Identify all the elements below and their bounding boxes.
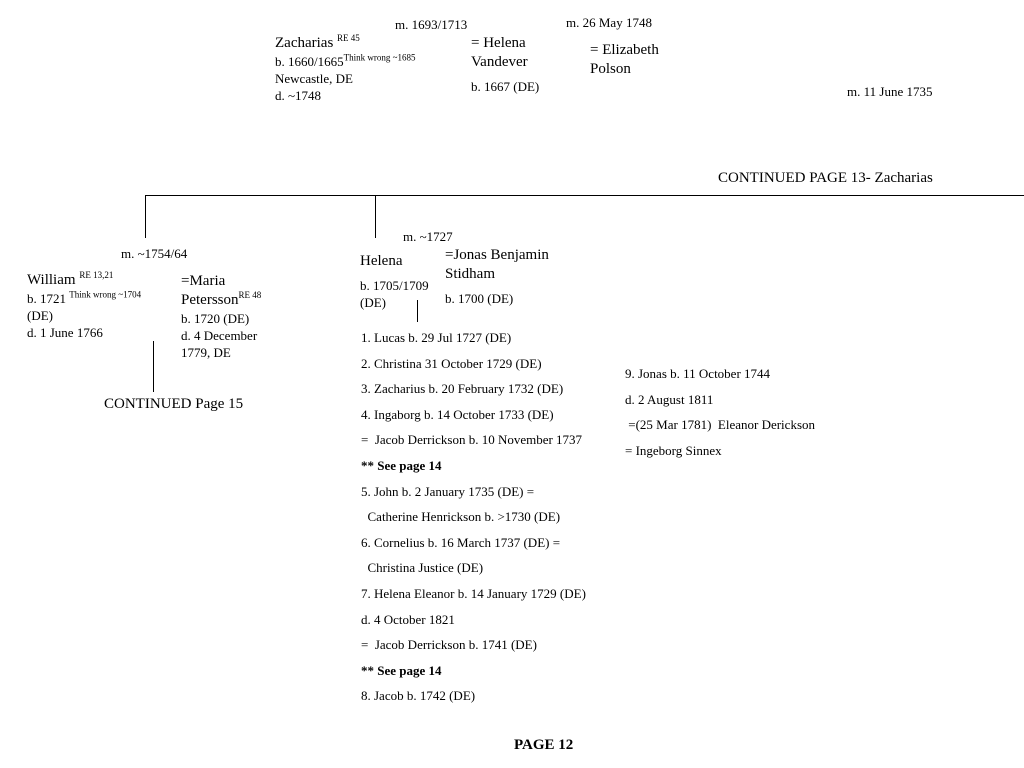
marriage-date-zacharias-elizabeth: m. 26 May 1748 — [566, 15, 652, 30]
reference-note: RE 45 — [337, 33, 360, 43]
spouse-name-line2: Polson — [590, 61, 631, 77]
reference-note: RE 13,21 — [79, 270, 114, 280]
list-item: =(25 Mar 1781) Eleanor Derickson — [625, 417, 815, 433]
birth-note: Think wrong ~1685 — [343, 52, 416, 63]
page-number: PAGE 12 — [514, 737, 574, 753]
person-name: William RE 13,21 — [27, 270, 114, 289]
continued-page-15: CONTINUED Page 15 — [104, 396, 244, 412]
death-info: d. 1 June 1766 — [27, 325, 103, 340]
birth-place: (DE) — [27, 308, 53, 323]
spouse-name-line2: Vandever — [471, 54, 528, 70]
list-item: 1. Lucas b. 29 Jul 1727 (DE) — [361, 330, 512, 345]
see-page-14-note: ** See page 14 — [361, 457, 442, 473]
birth-place: Newcastle, DE — [275, 71, 353, 86]
connector-line-helena-children — [417, 300, 418, 322]
list-item: d. 4 October 1821 — [361, 611, 455, 627]
list-item: 7. Helena Eleanor b. 14 January 1729 (DE… — [361, 585, 586, 601]
children-list: 1. Lucas b. 29 Jul 1727 (DE) 2. Christin… — [361, 329, 586, 713]
person-name: Helena — [360, 253, 403, 269]
person-william: William RE 13,21 b. 1721 Think wrong ~17… — [27, 271, 141, 341]
list-item: 6. Cornelius b. 16 March 1737 (DE) = — [361, 534, 561, 550]
spouse-name-line1: =Maria — [181, 273, 226, 289]
list-item: = Jacob Derrickson b. 10 November 1737 — [361, 432, 583, 448]
person-helena: Helena b. 1705/1709 (DE) — [360, 252, 429, 311]
list-item: Christina Justice (DE) — [361, 560, 484, 576]
spouse-name-line2: PeterssonRE 48 — [181, 290, 262, 309]
spouse-name-line1: = Elizabeth — [590, 42, 659, 58]
reference-note: RE 48 — [238, 290, 262, 300]
birth-info-line1: b. 1705/1709 — [360, 278, 429, 293]
connector-line-helena — [375, 195, 376, 238]
connector-line-william — [145, 195, 146, 238]
death-info-line2: 1779, DE — [181, 345, 231, 360]
person-zacharias: Zacharias RE 45 b. 1660/1665Think wrong … — [275, 34, 416, 104]
birth-info: b. 1720 (DE) — [181, 311, 250, 326]
list-item: = Ingeborg Sinnex — [625, 442, 722, 458]
birth-info-line2: (DE) — [360, 295, 386, 310]
continued-page-13: CONTINUED PAGE 13- Zacharias — [718, 170, 933, 186]
birth-note: Think wrong ~1704 — [69, 289, 142, 300]
marriage-date-william-maria: m. ~1754/64 — [121, 246, 188, 261]
death-info: d. ~1748 — [275, 88, 322, 103]
marriage-date-zacharias-helena: m. 1693/1713 — [395, 17, 468, 32]
person-jonas-stidham: =Jonas Benjamin Stidham b. 1700 (DE) — [445, 246, 549, 307]
marriage-date-1735: m. 11 June 1735 — [847, 84, 933, 99]
list-item: 2. Christina 31 October 1729 (DE) — [361, 355, 542, 371]
person-elizabeth-polson: = Elizabeth Polson — [590, 41, 659, 79]
birth-info: b. 1700 (DE) — [445, 291, 514, 306]
spouse-name-line1: = Helena — [471, 35, 526, 51]
horizontal-connector-line — [145, 195, 1024, 196]
person-name: Zacharias RE 45 — [275, 33, 360, 52]
birth-info: b. 1660/1665Think wrong ~1685 — [275, 52, 416, 69]
list-item: 4. Ingaborg b. 14 October 1733 (DE) — [361, 406, 554, 422]
list-item: = Jacob Derrickson b. 1741 (DE) — [361, 637, 537, 653]
connector-line-william-descendants — [153, 341, 154, 392]
see-page-14-note: ** See page 14 — [361, 662, 442, 678]
list-item: 3. Zacharius b. 20 February 1732 (DE) — [361, 381, 564, 397]
list-item: 5. John b. 2 January 1735 (DE) = — [361, 483, 535, 499]
spouse-name-line1: =Jonas Benjamin — [445, 247, 549, 263]
child-nine-details: 9. Jonas b. 11 October 1744 d. 2 August … — [625, 365, 815, 467]
marriage-date-helena-jonas: m. ~1727 — [403, 229, 453, 244]
list-item: d. 2 August 1811 — [625, 391, 714, 407]
death-info-line1: d. 4 December — [181, 328, 258, 343]
list-item: Catherine Henrickson b. >1730 (DE) — [361, 509, 561, 525]
birth-info: b. 1721 Think wrong ~1704 — [27, 289, 142, 306]
list-item: 9. Jonas b. 11 October 1744 — [625, 366, 771, 381]
person-helena-vandever: = Helena Vandever b. 1667 (DE) — [471, 34, 539, 95]
birth-info: b. 1667 (DE) — [471, 79, 540, 94]
list-item: 8. Jacob b. 1742 (DE) — [361, 688, 476, 704]
person-maria-petersson: =Maria PeterssonRE 48 b. 1720 (DE) d. 4 … — [181, 272, 261, 361]
spouse-name-line2: Stidham — [445, 266, 496, 282]
